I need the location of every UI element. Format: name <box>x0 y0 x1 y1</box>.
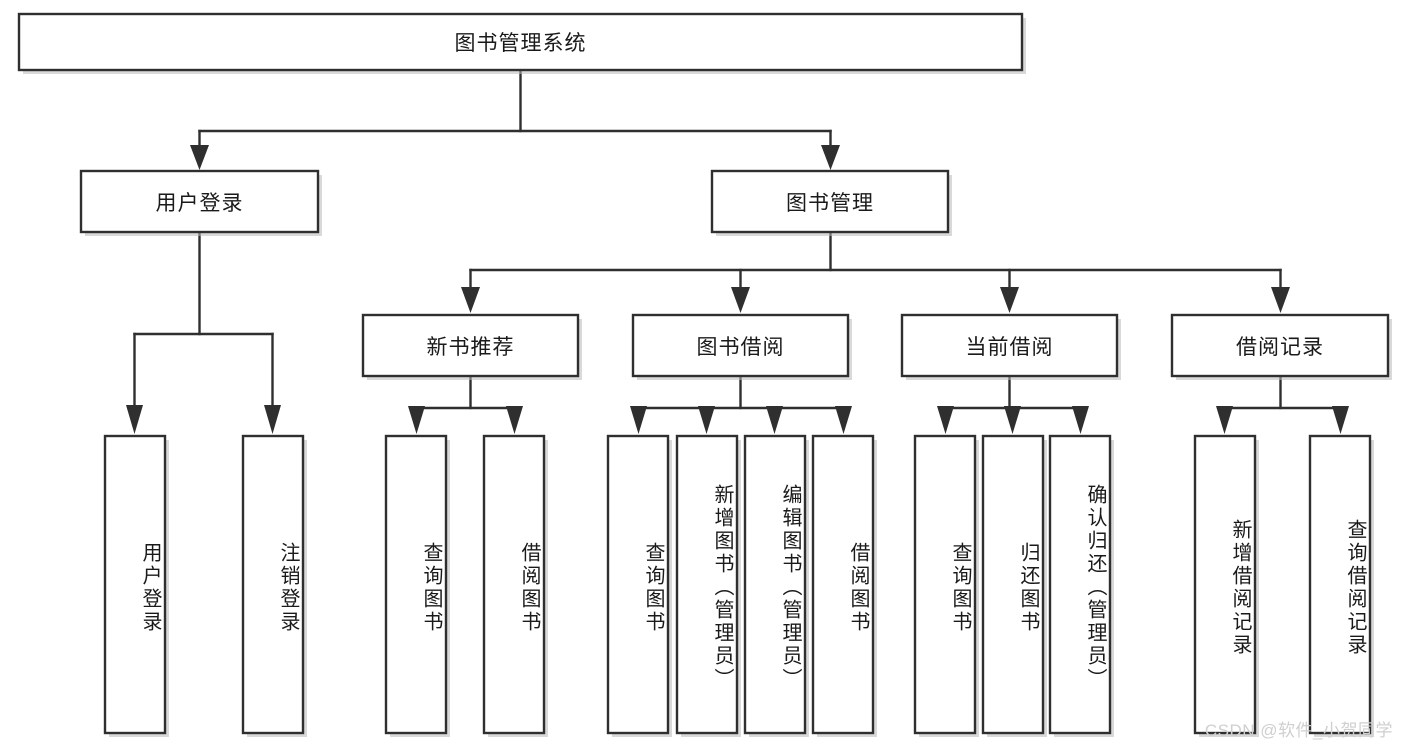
connectors-root-to-level2 <box>190 68 840 170</box>
box-user-login[interactable] <box>79 169 320 234</box>
box-leaf-edit-book-admin[interactable] <box>743 434 807 735</box>
arrow-leaf-borrow-book <box>835 406 852 434</box>
box-leaf-confirm-return-admin[interactable] <box>1048 434 1112 735</box>
arrow-leaf-query-book-current <box>937 406 954 434</box>
box-new-book-recommend[interactable] <box>361 313 580 378</box>
arrow-leaf-query-borrow-record <box>1332 406 1349 434</box>
arrow-leaf-borrow-book-recommend <box>506 406 523 434</box>
box-leaf-query-book-recommend[interactable] <box>384 434 448 735</box>
box-leaf-query-book-current[interactable] <box>913 434 977 735</box>
box-root[interactable] <box>17 12 1024 72</box>
arrow-leaf-confirm-return-admin <box>1072 406 1089 434</box>
arrow-book-borrow <box>731 287 750 313</box>
arrow-leaf-user-login <box>126 405 143 434</box>
arrow-new-book-recommend <box>461 287 480 313</box>
box-leaf-user-login[interactable] <box>103 434 167 735</box>
arrow-leaf-add-borrow-record <box>1216 406 1233 434</box>
connectors-new-book-recommend-to-leaves <box>408 374 523 434</box>
box-leaf-query-borrow-record[interactable] <box>1308 434 1372 735</box>
csdn-watermark: CSDN @软件_小贺同学 <box>1204 721 1393 740</box>
arrow-leaf-return-book <box>1004 406 1021 434</box>
arrow-current-borrow <box>1000 287 1019 313</box>
box-leaf-add-book-admin[interactable] <box>675 434 739 735</box>
box-leaf-borrow-book[interactable] <box>811 434 875 735</box>
arrow-leaf-query-book-borrow <box>630 406 647 434</box>
arrow-leaf-logout <box>264 405 281 434</box>
arrow-book-management <box>821 145 840 170</box>
box-leaf-borrow-book-recommend[interactable] <box>482 434 546 735</box>
box-leaf-add-borrow-record[interactable] <box>1193 434 1257 735</box>
box-leaf-logout[interactable] <box>241 434 305 735</box>
box-book-management[interactable] <box>710 169 950 234</box>
box-leaf-query-book-borrow[interactable] <box>606 434 670 735</box>
connectors-borrow-record-to-leaves <box>1216 374 1349 434</box>
connectors-book-borrow-to-leaves <box>630 374 852 434</box>
arrow-leaf-add-book-admin <box>698 406 715 434</box>
box-leaf-return-book[interactable] <box>981 434 1045 735</box>
box-book-borrow[interactable] <box>631 313 850 378</box>
connectors-book-management-to-level3 <box>461 230 1290 313</box>
connectors-current-borrow-to-leaves <box>937 374 1089 434</box>
arrow-leaf-edit-book-admin <box>766 406 783 434</box>
connectors-user-login-to-leaves <box>126 230 281 434</box>
arrow-borrow-record <box>1271 287 1290 313</box>
box-borrow-record[interactable] <box>1170 313 1390 378</box>
node-boxes <box>17 12 1392 737</box>
arrow-user-login <box>190 145 209 170</box>
arrow-leaf-query-book-recommend <box>408 406 425 434</box>
box-current-borrow[interactable] <box>900 313 1119 378</box>
